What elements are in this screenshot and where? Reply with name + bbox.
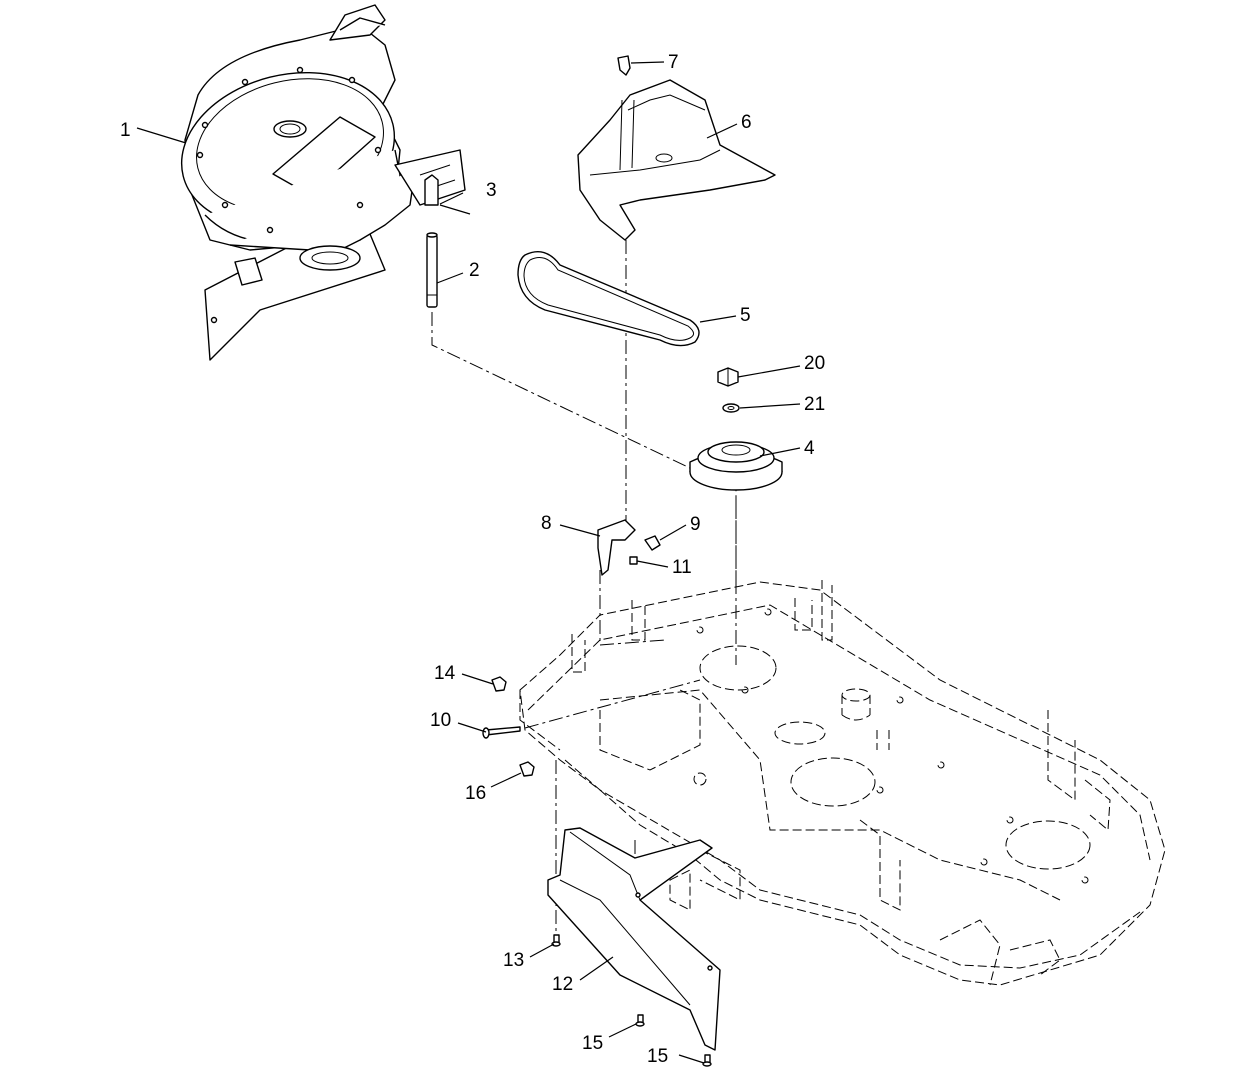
- callout-16: 16: [465, 783, 486, 804]
- deflector-part: [547, 827, 721, 1051]
- callout-20: 20: [804, 353, 825, 374]
- callout-21: 21: [804, 394, 825, 415]
- knob-part: [617, 55, 631, 76]
- flange-nut-part: [519, 761, 535, 777]
- callout-15b: 15: [647, 1046, 668, 1067]
- callout-4: 4: [804, 438, 815, 459]
- carriage-bolt-part: [482, 726, 521, 739]
- callout-5: 5: [740, 305, 751, 326]
- cotter-pin-part: [424, 174, 471, 215]
- callout-10: 10: [430, 710, 451, 731]
- callout-1: 1: [120, 120, 131, 141]
- washer-part: [722, 403, 740, 413]
- pulley-part: [689, 441, 783, 491]
- callout-8: 8: [541, 513, 552, 534]
- mower-deck: [519, 580, 1166, 986]
- nut-part: [717, 367, 739, 387]
- callout-11: 11: [672, 557, 692, 578]
- fitting-part: [644, 535, 661, 551]
- callout-labels: 1 2 3 4 5 6 7 8 9 10 11 12 13 14 15 15 1…: [120, 52, 825, 1067]
- belt-cover: [577, 79, 776, 241]
- callout-3: 3: [486, 180, 497, 201]
- callout-7: 7: [668, 52, 679, 73]
- deck-nut-part: [491, 676, 507, 692]
- bagger-assembly: [180, 4, 466, 361]
- leader-lines: [136, 61, 801, 1064]
- small-nut-part: [629, 556, 638, 565]
- callout-2: 2: [469, 260, 480, 281]
- pin-part: [426, 232, 438, 308]
- callout-6: 6: [741, 112, 752, 133]
- screw-15a-part: [635, 1014, 645, 1027]
- callout-9: 9: [690, 514, 701, 535]
- screw-13-part: [551, 934, 561, 947]
- callout-13: 13: [503, 950, 524, 971]
- screw-15b-part: [702, 1054, 712, 1067]
- drive-belt: [517, 251, 700, 347]
- assembly-centerlines: [431, 240, 737, 940]
- callout-15a: 15: [582, 1033, 603, 1054]
- callout-12: 12: [552, 974, 573, 995]
- callout-14: 14: [434, 663, 456, 684]
- bracket-part: [597, 519, 636, 576]
